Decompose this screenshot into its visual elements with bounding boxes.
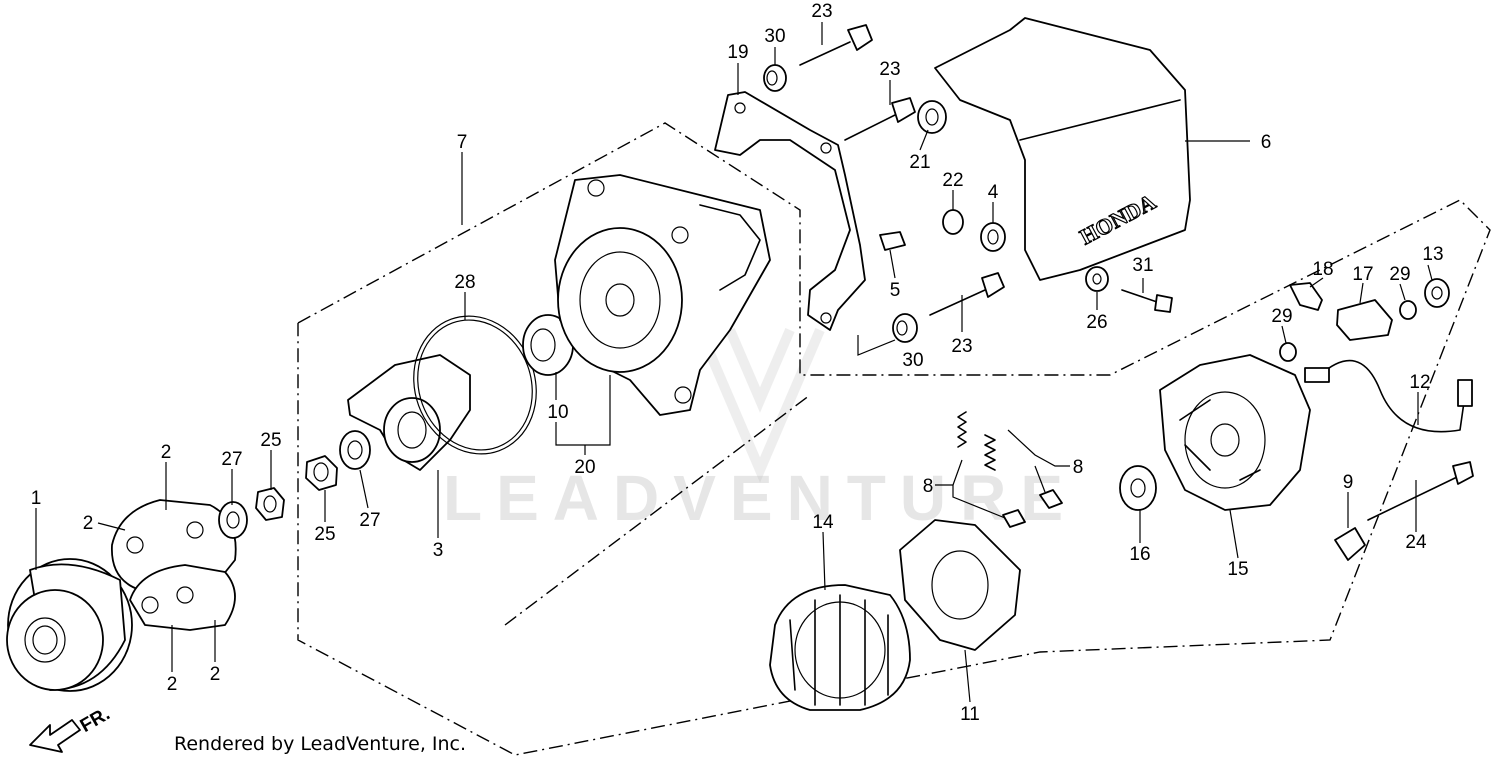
callout-6: 6 — [1261, 132, 1272, 153]
callout-labels: 1 2 2 2 2 27 25 25 27 3 28 10 20 7 19 30… — [31, 1, 1444, 725]
fan-boss-part — [347, 354, 471, 471]
callout-4: 4 — [988, 182, 999, 203]
through-bolt-24 — [1367, 461, 1474, 521]
leader-lines — [35, 22, 1433, 703]
cover-6: HONDA — [934, 17, 1191, 281]
bolt-31 — [1121, 289, 1173, 313]
bolt-23-lower — [929, 272, 1005, 316]
callout-17: 17 — [1352, 264, 1373, 285]
callout-23: 23 — [879, 59, 900, 80]
assembly-boundary-7 — [297, 122, 1491, 756]
callout-19: 19 — [727, 42, 748, 63]
rear-housing-15 — [1159, 354, 1311, 511]
callout-29: 29 — [1271, 306, 1292, 327]
front-direction-arrow: FR. — [29, 703, 114, 753]
callout-2: 2 — [167, 674, 178, 695]
callout-18: 18 — [1312, 259, 1333, 280]
brush-spring-8-left — [957, 411, 1026, 528]
callout-29: 29 — [1389, 264, 1410, 285]
bolt-23-top — [799, 24, 873, 66]
callout-30: 30 — [764, 26, 785, 47]
callout-31: 31 — [1132, 255, 1153, 276]
clip-9 — [1334, 527, 1366, 561]
front-direction-label: FR. — [77, 703, 114, 736]
terminal-18 — [1289, 282, 1323, 311]
washer-27-left — [218, 501, 248, 539]
callout-15: 15 — [1227, 559, 1248, 580]
callout-21: 21 — [909, 152, 930, 173]
callout-23: 23 — [811, 1, 832, 22]
clip-5 — [879, 231, 906, 251]
callout-26: 26 — [1086, 312, 1107, 333]
collar-30-top — [763, 64, 787, 92]
callout-13: 13 — [1422, 244, 1443, 265]
callout-23: 23 — [951, 336, 972, 357]
nut-13 — [1424, 278, 1450, 308]
nut-25-right — [305, 455, 338, 491]
bearing-16 — [1119, 465, 1157, 511]
callout-25: 25 — [314, 524, 335, 545]
nut-25-left — [255, 487, 285, 521]
callout-9: 9 — [1343, 472, 1354, 493]
clutch-shoe-assembly — [111, 499, 237, 631]
callout-2: 2 — [161, 442, 172, 463]
o-ring-28-inner — [417, 319, 533, 451]
callout-7: 7 — [457, 132, 468, 153]
washer-26 — [1085, 266, 1109, 292]
stator-14 — [769, 584, 911, 711]
collar-30-bottom — [892, 313, 918, 343]
callout-1: 1 — [31, 488, 42, 509]
callout-28: 28 — [454, 272, 475, 293]
callout-8: 8 — [1073, 457, 1084, 478]
wire-harness-12 — [1304, 359, 1473, 433]
callout-22: 22 — [942, 170, 963, 191]
housing-20 — [554, 174, 771, 416]
callout-27: 27 — [359, 510, 380, 531]
watermark-logo — [695, 328, 825, 483]
callout-25: 25 — [260, 430, 281, 451]
watermark-text: LEADVENTURE — [443, 462, 1077, 534]
brush-spring-8-right — [984, 434, 1063, 509]
regulator-17 — [1336, 299, 1393, 341]
assembly-boundary-inner — [504, 394, 811, 626]
callout-11: 11 — [960, 704, 980, 725]
callout-12: 12 — [1409, 372, 1430, 393]
bolt-23-middle — [844, 97, 916, 141]
callout-10: 10 — [547, 402, 568, 423]
callout-20: 20 — [574, 457, 595, 478]
clutch-drum-part — [6, 558, 133, 692]
callout-5: 5 — [890, 280, 901, 301]
callout-27: 27 — [221, 449, 242, 470]
washer-27-right — [339, 430, 371, 470]
callout-30: 30 — [902, 350, 923, 371]
callout-3: 3 — [433, 540, 444, 561]
callout-2: 2 — [210, 664, 221, 685]
collar-22 — [942, 209, 964, 235]
rectifier-11 — [899, 519, 1021, 651]
nut-29-upper — [1399, 300, 1417, 320]
callout-24: 24 — [1405, 532, 1427, 553]
bracket-plate-19 — [714, 91, 866, 331]
grommet-4 — [980, 222, 1006, 252]
callout-16: 16 — [1129, 544, 1150, 565]
callout-2: 2 — [83, 513, 94, 534]
nut-29-lower — [1279, 342, 1297, 362]
grommet-21 — [917, 100, 947, 134]
callout-14: 14 — [812, 512, 834, 533]
callout-8: 8 — [923, 476, 934, 497]
render-credit: Rendered by LeadVenture, Inc. — [174, 733, 467, 755]
